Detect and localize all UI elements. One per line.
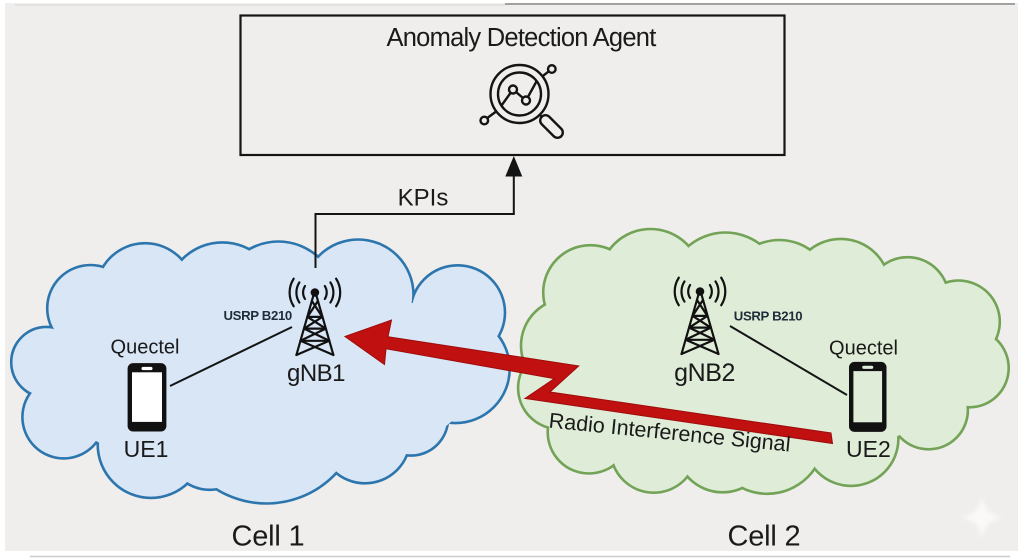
svg-text:KPIs: KPIs (398, 185, 449, 212)
svg-text:UE1: UE1 (124, 436, 169, 462)
svg-text:gNB1: gNB1 (287, 360, 345, 387)
svg-text:USRP B210: USRP B210 (734, 309, 802, 324)
svg-text:UE2: UE2 (846, 436, 891, 462)
svg-text:Cell 1: Cell 1 (232, 521, 305, 553)
svg-text:gNB2: gNB2 (674, 359, 735, 387)
svg-text:Anomaly Detection Agent: Anomaly Detection Agent (386, 24, 656, 52)
svg-text:Quectel: Quectel (111, 337, 180, 359)
svg-text:USRP B210: USRP B210 (223, 308, 291, 323)
svg-text:Cell 2: Cell 2 (728, 521, 801, 553)
svg-text:Quectel: Quectel (829, 338, 898, 360)
